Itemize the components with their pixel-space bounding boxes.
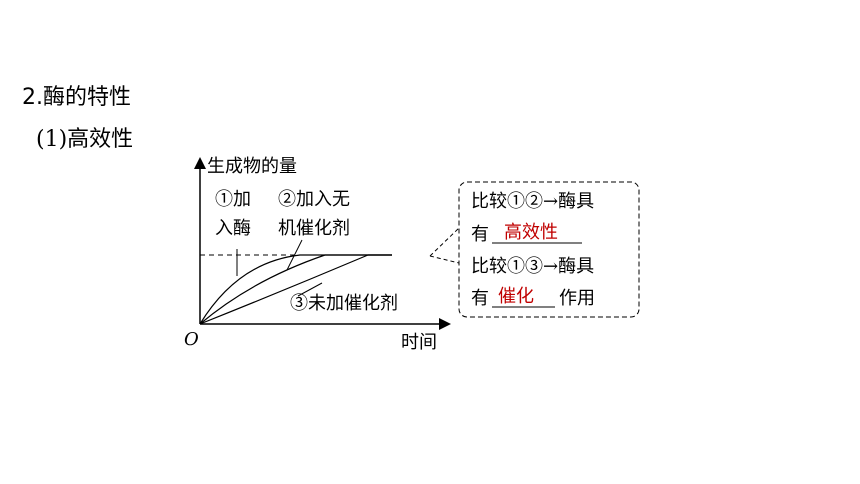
subsection-heading: (1)高效性 xyxy=(36,126,133,154)
x-axis-label: 时间 xyxy=(401,332,437,353)
y-axis-label: 生成物的量 xyxy=(207,156,297,177)
leader-curve2 xyxy=(286,239,303,271)
curve2-label-line1: ②加入无 xyxy=(278,189,350,210)
conclusion-box xyxy=(458,181,640,318)
conclusion-line4-suffix: 作用 xyxy=(559,288,595,309)
callout-connector-bottom xyxy=(429,255,460,264)
curve3-label: ③未加催化剂 xyxy=(290,293,398,314)
subsection-title: 高效性 xyxy=(67,127,134,152)
conclusion-line4-prefix: 有 xyxy=(471,288,489,309)
origin-label: O xyxy=(184,329,199,350)
curve-enzyme xyxy=(199,254,392,325)
conclusion-line1: 比较①②→酶具 xyxy=(471,191,594,212)
subsection-number: (1) xyxy=(36,127,68,152)
curve-no-catalyst xyxy=(199,254,392,325)
leader-curve3 xyxy=(297,282,323,297)
answer1-text: 高效性 xyxy=(504,222,558,243)
curve-inorganic-catalyst xyxy=(199,254,392,325)
curve2-label-line2: 机催化剂 xyxy=(278,218,350,239)
curve1-label-line2: 入酶 xyxy=(215,218,251,239)
curve1-label-line1: ①加 xyxy=(215,189,251,210)
section-heading: 2.酶的特性 xyxy=(22,85,131,110)
conclusion-line2-prefix: 有 xyxy=(471,224,489,245)
conclusion-line3: 比较①③→酶具 xyxy=(471,256,594,277)
callout-connector-top xyxy=(429,227,460,257)
answer2-text: 催化 xyxy=(498,286,534,307)
